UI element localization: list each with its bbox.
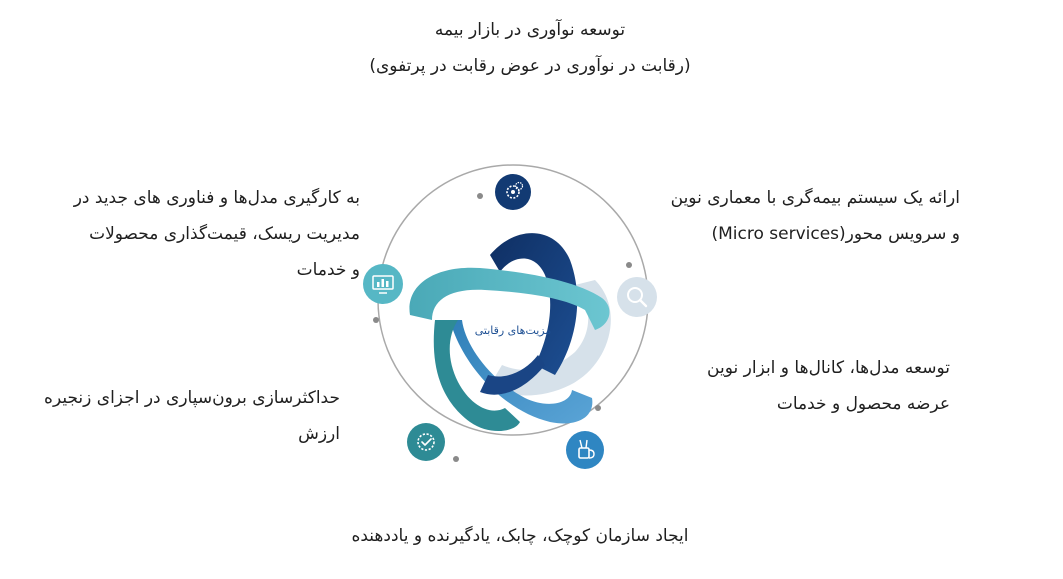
ring-dot [477,193,483,199]
item-organization-line-1: ایجاد سازمان کوچک، چابک، یادگیرنده و یاد… [351,526,689,546]
heading-line-2: (رقابت در نوآوری در عوض رقابت در پرتفوی) [369,56,691,76]
item-architecture-line-1: ارائه یک سیستم بیمه‌گری با معماری نوین [670,188,960,208]
item-models-line-2: مدیریت ریسک، قیمت‌گذاری محصولات [89,224,360,244]
monitor-chart-icon [363,264,403,304]
heading-line-1: توسعه نوآوری در بازار بیمه [434,20,626,40]
search-icon [617,277,657,317]
item-channels-line-2: عرضه محصول و خدمات [776,394,950,414]
item-architecture-line-2: و سرویس محور(Micro services) [711,224,960,244]
item-channels-line-1: توسعه مدل‌ها، کانال‌ها و ابزار نوین [707,358,950,378]
item-channels-tools: توسعه مدل‌ها، کانال‌ها و ابزار نوین عرضه… [660,350,950,422]
item-architecture: ارائه یک سیستم بیمه‌گری با معماری نوین و… [620,180,960,252]
ring-dot [595,405,601,411]
ring-dot [453,456,459,462]
ring-dot [373,317,379,323]
item-outsourcing-line-2: ارزش [298,424,340,444]
item-models-technologies: به کارگیری مدل‌ها و فناوری های جدید در م… [30,180,360,288]
ribbon-pale [490,280,611,396]
gear-check-icon [407,423,445,461]
item-outsourcing-line-1: حداکثرسازی برون‌سپاری در اجزای زنجیره [44,388,340,408]
heading-innovation: توسعه نوآوری در بازار بیمه (رقابت در نوآ… [300,12,760,84]
item-outsourcing: حداکثرسازی برون‌سپاری در اجزای زنجیره ار… [30,380,340,452]
item-models-line-3: و خدمات [296,260,360,280]
gears-icon [495,174,531,210]
item-models-line-1: به کارگیری مدل‌ها و فناوری های جدید در [73,188,360,208]
ring-dot [626,262,632,268]
center-label: مزیت‌های رقابتی [475,324,552,337]
ribbon-navy-lower [480,355,545,395]
ribbon-teal-light [409,267,610,330]
mug-pencils-icon [566,431,604,469]
ribbon-knot [409,233,611,432]
item-organization: ایجاد سازمان کوچک، چابک، یادگیرنده و یاد… [260,518,780,554]
ribbon-navy [490,233,578,375]
competitive-advantage-diagram: مزیت‌های رقابتی [363,164,657,469]
ribbon-blue [450,320,593,424]
ribbon-teal-dark [433,320,520,432]
